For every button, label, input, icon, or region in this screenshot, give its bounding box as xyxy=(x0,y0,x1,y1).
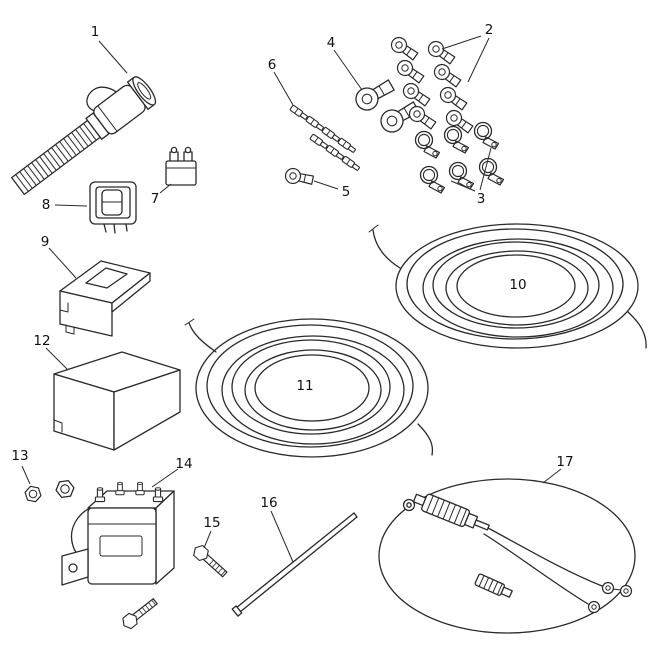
part-8-rocker-switch xyxy=(89,181,137,234)
leader-line xyxy=(273,71,294,106)
leader-line xyxy=(450,180,476,192)
callout-label-6: 6 xyxy=(268,57,277,73)
callout-label-7: 7 xyxy=(151,191,160,207)
callout-label-4: 4 xyxy=(327,35,336,51)
leader-line xyxy=(54,204,88,207)
leader-line xyxy=(467,37,490,83)
callout-label-16: 16 xyxy=(260,495,277,511)
leader-line xyxy=(48,247,77,279)
part-13-nuts xyxy=(24,480,75,503)
callout-label-9: 9 xyxy=(41,234,50,250)
callout-label-5: 5 xyxy=(342,184,351,200)
part-3-cable-clamps xyxy=(414,121,505,194)
callout-label-8: 8 xyxy=(42,197,51,213)
leader-lines xyxy=(21,35,562,563)
leader-line xyxy=(203,530,212,549)
leader-line xyxy=(21,465,31,485)
part-1-connector-plug xyxy=(11,76,157,196)
callout-label-11: 11 xyxy=(296,378,313,394)
callout-label-1: 1 xyxy=(91,24,100,40)
part-14-solenoid xyxy=(61,481,175,586)
part-17-actuator-assembly xyxy=(378,478,636,634)
callout-label-2: 2 xyxy=(485,22,494,38)
callout-label-15: 15 xyxy=(203,515,220,531)
callouts: 1 2 3 4 5 6 7 8 9 10 11 12 13 14 15 16 1… xyxy=(11,22,573,531)
leader-line xyxy=(479,147,492,191)
leader-line xyxy=(98,40,128,74)
part-9-mount-bracket xyxy=(59,260,151,337)
part-5-ring-terminal xyxy=(283,166,315,189)
part-10-wire-coil-right xyxy=(368,223,647,349)
callout-label-13: 13 xyxy=(11,448,28,464)
callout-label-10: 10 xyxy=(509,277,526,293)
part-7-circuit-breaker xyxy=(165,146,197,186)
callout-label-12: 12 xyxy=(33,333,50,349)
callout-label-3: 3 xyxy=(477,191,486,207)
leader-line xyxy=(151,468,179,488)
leader-line xyxy=(270,510,294,563)
callout-label-14: 14 xyxy=(175,456,192,472)
leader-line xyxy=(45,347,69,371)
part-12-cover xyxy=(53,351,181,451)
part-6-butt-connectors xyxy=(289,104,361,173)
part-11-wire-coil-left xyxy=(184,318,434,458)
leader-line xyxy=(441,35,482,50)
callout-label-17: 17 xyxy=(556,454,573,470)
leader-line xyxy=(333,49,363,91)
leader-line xyxy=(159,183,172,194)
leader-line xyxy=(313,180,339,190)
part-16-rod xyxy=(231,512,358,617)
leader-line xyxy=(542,468,562,484)
